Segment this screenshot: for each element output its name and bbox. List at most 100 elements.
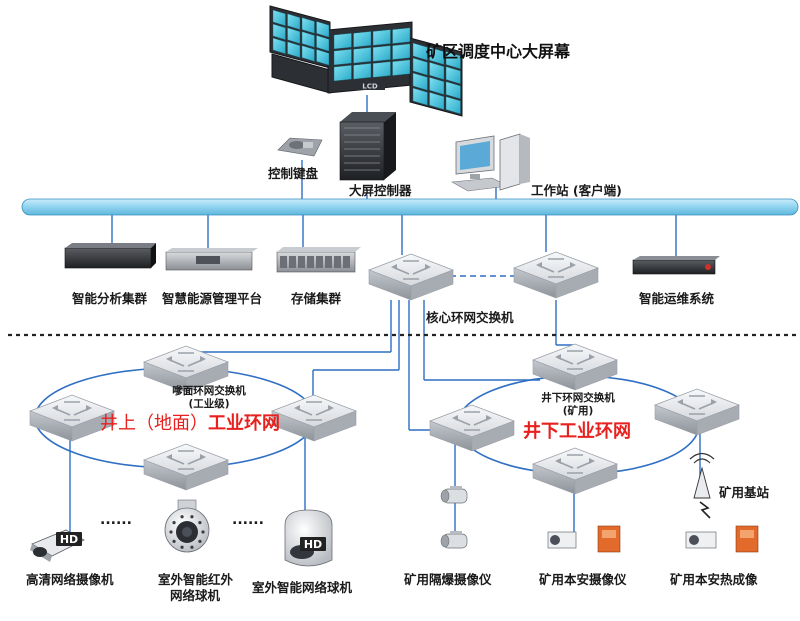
surface-ring-title-highlight: 工业环网: [208, 413, 280, 434]
network-bus: [21, 198, 799, 216]
underground-switch-bottom-body: [532, 447, 618, 495]
core-switch-left: [368, 253, 454, 301]
energy-server-top: [166, 248, 258, 252]
ir-dome-camera: [164, 499, 210, 553]
surface-ring-title: 井上（地面）工业环网: [100, 409, 280, 435]
storage-drive-bay: [316, 256, 323, 268]
left-screen-cells-cell: [272, 9, 286, 27]
controller-front: [339, 121, 385, 181]
smart-hd-badge-text: HD: [304, 538, 322, 551]
ir-led: [180, 515, 184, 519]
base-station: [689, 452, 715, 519]
lcd-badge-bg: [355, 81, 385, 90]
underground-switch-top-body: [532, 343, 618, 391]
right-screen-cells-cell: [412, 72, 428, 91]
flameproof-camera-top-lens: [440, 489, 450, 503]
workstation-label: 工作站 (客户端): [531, 183, 622, 198]
control-keyboard: [277, 137, 323, 157]
ir-dome-label-2: 网络球机: [170, 588, 221, 603]
ir-led: [198, 520, 202, 525]
right-screen-cells-cell: [412, 87, 428, 106]
underground-switch-label: 井下环网交换机 (矿用): [535, 392, 621, 418]
thermal-imager: [685, 525, 759, 553]
underground-switch-label-line1: 井下环网交换机: [541, 392, 615, 404]
ir-led: [201, 530, 205, 534]
base-station-wave-1: [693, 458, 711, 464]
surface-ring-title-prefix: 井上（地面）: [100, 413, 208, 434]
flameproof-camera-bottom: [440, 531, 468, 549]
right-screen-cells-cell: [445, 66, 461, 85]
thermal-power-panel: [740, 530, 754, 538]
energy-platform-server: [165, 248, 258, 271]
energy-server-panel: [196, 256, 220, 264]
hd-camera: HD: [30, 529, 85, 562]
underground-switch-left-body: [429, 404, 515, 452]
analysis-server-top: [65, 243, 156, 248]
center-screen-cells-cell: [353, 31, 372, 48]
hd-badge-bg: [56, 532, 82, 546]
hd-camera-lens: [33, 547, 47, 557]
center-screen-cells-cell: [372, 61, 391, 78]
storage-drive-bay: [307, 256, 314, 268]
ir-led: [198, 539, 202, 544]
right-screen-cells-cell: [429, 77, 445, 95]
underground-switch-bottom: [532, 447, 618, 495]
right-screen-cells-cell: [412, 57, 428, 76]
flameproof-camera-label: 矿用隔爆摄像仪: [404, 572, 492, 587]
storage-drive-bay: [289, 256, 296, 268]
ir-led: [169, 530, 173, 534]
ir-led: [172, 539, 176, 544]
surface-switch-bottom-body: [143, 443, 229, 491]
underground-ring-title: 井下工业环网: [523, 421, 631, 442]
center-screen-cells-cell: [392, 59, 411, 76]
analysis-server-body: [64, 247, 152, 269]
right-screen-cells-cell: [445, 51, 461, 70]
safe-camera-power-box: [597, 525, 621, 553]
video-wall: LCD: [269, 5, 463, 117]
flameproof-camera-top: [440, 486, 468, 504]
ir-dome-lens-inner: [182, 527, 192, 537]
safe-camera-label: 矿用本安摄像仪: [539, 572, 627, 587]
core-switch-right: [513, 251, 599, 299]
center-screen-cells-cell: [372, 29, 391, 46]
left-screen-cells-cell: [301, 45, 315, 62]
storage-drive-bay: [280, 256, 287, 268]
dispatch-center-title: 矿区调度中心大屏幕: [426, 42, 571, 61]
hd-badge-text: HD: [60, 533, 78, 546]
left-screen-cells-cell: [287, 13, 301, 30]
monitor-stand: [470, 174, 480, 179]
storage-cluster-server: [276, 247, 361, 273]
ops-system-server: [632, 256, 720, 275]
analysis-server-side: [151, 243, 156, 268]
core-switch-right-body: [513, 251, 599, 299]
underground-switch-left: [429, 404, 515, 452]
left-screen-cells-cell: [316, 35, 330, 52]
underground-switch-right: [654, 388, 740, 436]
pc-tower: [499, 133, 521, 191]
surface-switch-label-line1: 嗲面环网交换机: [172, 385, 246, 397]
storage-drive-bay: [334, 256, 341, 268]
underground-switch-label-line2: (矿用): [562, 405, 594, 417]
thermal-power-box: [735, 525, 759, 553]
left-screen-cells-cell: [316, 21, 330, 38]
ir-led: [190, 515, 194, 519]
flameproof-camera-bottom-cap: [450, 531, 462, 534]
thermal-imager-label: 矿用本安热成像: [670, 572, 758, 587]
surface-switch-right-body: [271, 394, 357, 442]
left-screen-cells-cell: [287, 41, 301, 58]
base-station-tower: [693, 466, 711, 499]
right-screen-cells-cell: [429, 92, 445, 110]
ir-led: [180, 545, 184, 549]
ops-server-body: [632, 259, 716, 275]
safe-camera-lens: [550, 535, 560, 545]
left-screen-cells-cell: [301, 17, 315, 34]
monitor-screen: [460, 141, 490, 170]
core-switch-left-body: [368, 253, 454, 301]
keyboard-joystick: [289, 141, 305, 149]
ellipsis-left: ......: [100, 512, 132, 528]
lcd-logo: LCD: [362, 83, 378, 91]
keyboard-keys: [303, 142, 313, 148]
storage-drive-bay: [343, 256, 350, 268]
storage-cluster-label: 存储集群: [291, 291, 342, 306]
smart-dome-camera: HD: [284, 509, 333, 567]
